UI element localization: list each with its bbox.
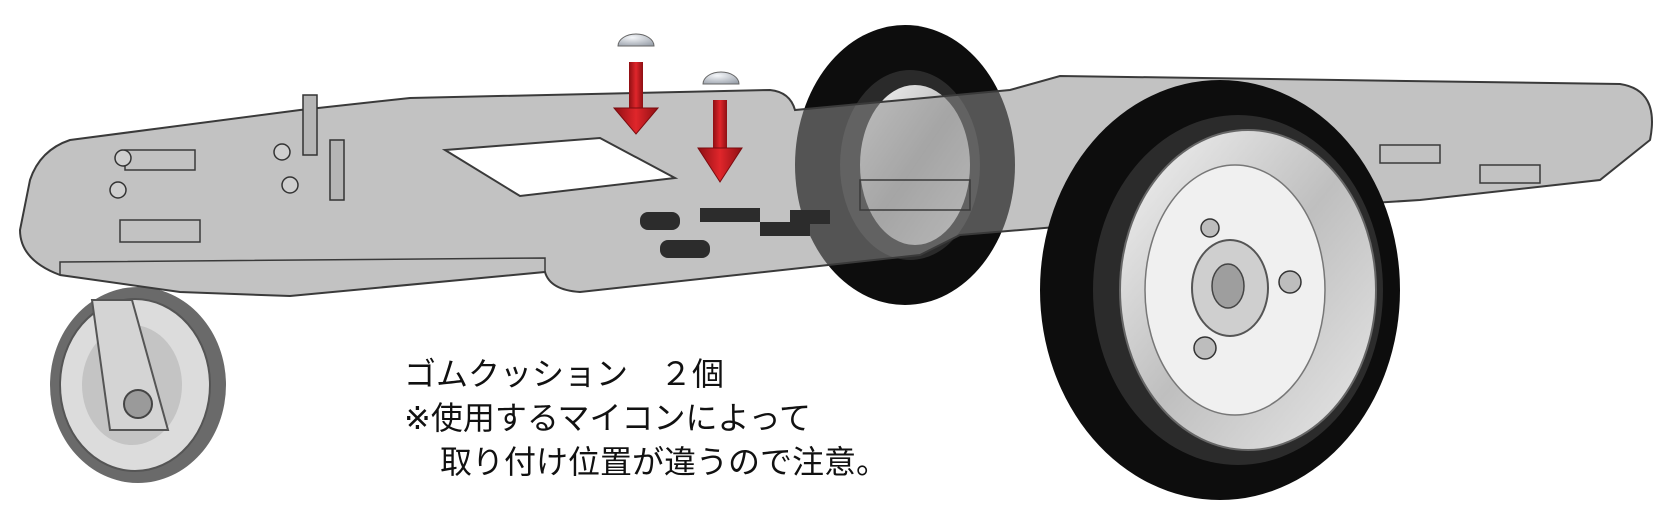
caption-line-warning: ※使用するマイコンによって [404, 399, 811, 437]
front-drive-wheel [1040, 80, 1400, 500]
caption-line-position-note: 取り付け位置が違うので注意。 [440, 443, 889, 481]
rubber-cushion-icon [617, 33, 655, 47]
caption-note: ゴムクッション ２個 ※使用するマイコンによって 取り付け位置が違うので注意。 [404, 352, 888, 484]
caption-line-cushion-count: ゴムクッション ２個 [404, 355, 725, 393]
down-arrow-icon [697, 100, 743, 183]
down-arrow-icon [612, 62, 660, 135]
chassis-plate [18, 74, 1653, 298]
rubber-cushion-icon [702, 71, 740, 85]
caster-wheel [50, 287, 226, 483]
